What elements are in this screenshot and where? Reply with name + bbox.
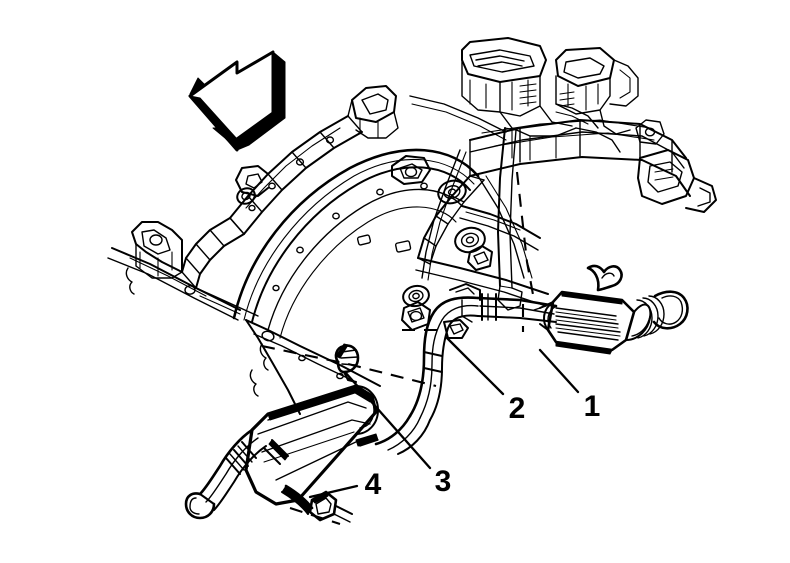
leader-line-2 — [445, 336, 505, 396]
leader-line-3 — [343, 370, 432, 470]
rear-frame-assembly — [107, 37, 717, 339]
callout-label-2: 2 — [509, 392, 526, 425]
callout-label-1: 1 — [584, 390, 601, 423]
callout-numbers: 1 2 3 4 — [365, 390, 601, 501]
callout-label-3: 3 — [435, 465, 452, 498]
leader-line-1 — [538, 348, 580, 394]
intermediate-exhaust-pipe — [374, 283, 558, 455]
leader-line-4 — [308, 484, 359, 499]
vehicle-front-direction-arrow — [188, 50, 286, 152]
frame-rail-pointed-tip — [245, 319, 381, 415]
muffler-assembly — [184, 384, 379, 523]
callout-leaders — [308, 336, 580, 499]
resonator-assembly — [533, 264, 689, 355]
callout-label-4: 4 — [365, 468, 382, 501]
